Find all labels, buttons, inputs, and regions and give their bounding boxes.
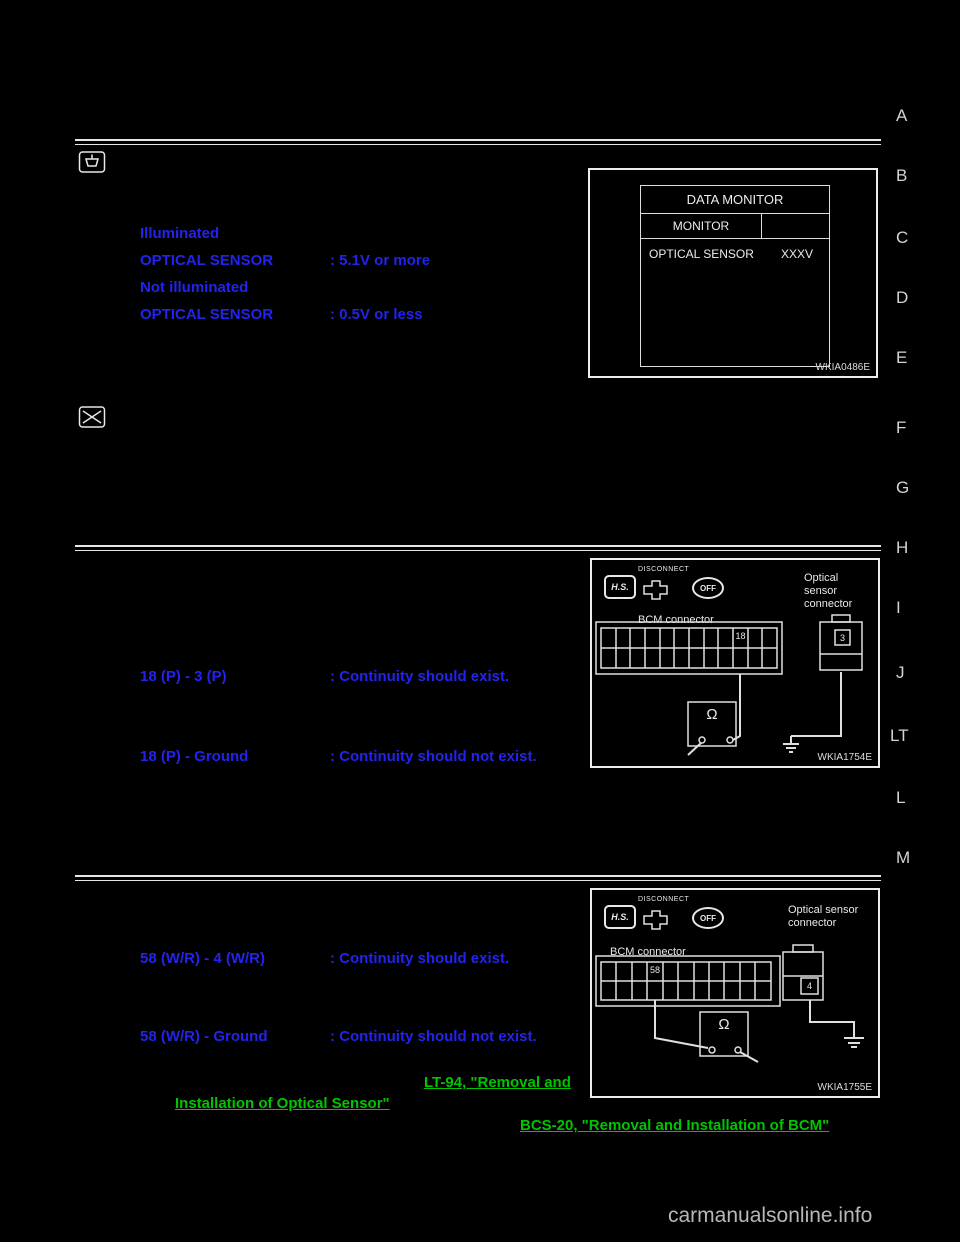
spec-row: OPTICAL SENSOR : 0.5V or less [140, 306, 423, 324]
figure-id: WKIA0486E [815, 362, 870, 373]
spec-row: 18 (P) - 3 (P) : Continuity should exist… [140, 668, 509, 686]
monitor-column-header: MONITOR [641, 214, 762, 238]
sensor-terminal-number: 3 [839, 633, 845, 643]
margin-letter-h: H [896, 538, 909, 557]
margin-letter-g: G [896, 478, 910, 497]
link-lt94-removal[interactable]: LT-94, "Removal and [424, 1074, 571, 1091]
spec-value: : 0.5V or less [330, 306, 423, 323]
spec-value: : Continuity should exist. [330, 668, 510, 685]
margin-letter-d: D [896, 288, 909, 307]
data-monitor-table: DATA MONITOR MONITOR OPTICAL SENSOR XXXV [640, 185, 830, 367]
spec-label: Illuminated [140, 225, 220, 242]
watermark-text: carmanualsonline.info [668, 1204, 873, 1227]
continuity-figure-2: DISCONNECT H.S. OFF Optical sensor conne… [590, 888, 880, 1098]
margin-letter-i: I [896, 598, 901, 617]
margin-letter-f: F [896, 418, 907, 437]
spec-value: : 5.1V or more [330, 252, 431, 269]
bcm-connector-label: BCM connector [610, 946, 686, 958]
key-off-icon: OFF [692, 577, 724, 599]
sensor-connector-label: Optical sensor connector [804, 572, 853, 610]
monitor-header-row: MONITOR [641, 214, 829, 239]
disconnect-label: DISCONNECT [638, 566, 690, 573]
margin-letter-l: L [896, 788, 906, 807]
margin-letter-j: J [896, 663, 905, 682]
ohmmeter-symbol: Ω [706, 706, 718, 723]
spec-row: Illuminated [140, 225, 219, 243]
margin-letter-b: B [896, 166, 908, 185]
consult-connector-icon [78, 151, 106, 173]
key-off-icon: OFF [692, 907, 724, 929]
spec-row: Not illuminated [140, 279, 248, 297]
monitor-body: OPTICAL SENSOR XXXV [641, 239, 829, 366]
bcm-terminal-number: 58 [649, 965, 660, 975]
monitor-item: OPTICAL SENSOR [649, 247, 754, 261]
data-monitor-figure: DATA MONITOR MONITOR OPTICAL SENSOR XXXV… [588, 168, 878, 378]
margin-letter-e: E [896, 348, 908, 367]
continuity-figure-1: DISCONNECT H.S. OFF Optical sensor conne… [590, 558, 880, 768]
continuity-diagram-1 [595, 580, 863, 756]
bcm-terminal-number: 18 [735, 631, 746, 641]
section-rule [75, 545, 881, 551]
hs-icon: H.S. [604, 905, 636, 929]
spec-row: 18 (P) - Ground : Continuity should not … [140, 748, 537, 766]
sensor-terminal-number: 4 [806, 981, 812, 991]
spec-label: OPTICAL SENSOR [140, 252, 274, 269]
hs-icon: H.S. [604, 575, 636, 599]
spec-row: OPTICAL SENSOR : 5.1V or more [140, 252, 430, 270]
spec-label: 18 (P) - 3 (P) [140, 668, 227, 685]
link-bcs20-removal[interactable]: BCS-20, "Removal and Installation of BCM… [520, 1117, 830, 1134]
spec-label: 18 (P) - Ground [140, 748, 249, 765]
margin-letter-m: M [896, 848, 911, 867]
spec-row: 58 (W/R) - 4 (W/R) : Continuity should e… [140, 950, 509, 968]
margin-letter-c: C [896, 228, 909, 247]
link-lt94-removal-line2[interactable]: Installation of Optical Sensor" [175, 1095, 390, 1112]
margin-letter-a: A [896, 106, 908, 125]
section-rule [75, 875, 881, 881]
spec-label: 58 (W/R) - 4 (W/R) [140, 950, 265, 967]
spec-label: 58 (W/R) - Ground [140, 1028, 268, 1045]
spec-row: 58 (W/R) - Ground : Continuity should no… [140, 1028, 537, 1046]
figure-id: WKIA1755E [817, 1082, 872, 1093]
spec-label: OPTICAL SENSOR [140, 306, 274, 323]
margin-letter-lt: LT [890, 726, 909, 745]
figure-id: WKIA1754E [817, 752, 872, 763]
spec-value: : Continuity should not exist. [330, 748, 537, 765]
continuity-diagram-2 [595, 910, 864, 1063]
disconnect-label: DISCONNECT [638, 896, 690, 903]
section-rule [75, 139, 881, 145]
without-consult-icon [78, 406, 106, 428]
data-monitor-title: DATA MONITOR [641, 186, 829, 214]
ohmmeter-symbol: Ω [718, 1016, 730, 1033]
monitor-value: XXXV [781, 247, 814, 261]
bcm-connector-label: BCM connector [638, 614, 714, 626]
spec-value: : Continuity should not exist. [330, 1028, 537, 1045]
spec-label: Not illuminated [140, 279, 249, 296]
spec-value: : Continuity should exist. [330, 950, 510, 967]
sensor-connector-label: Optical sensor connector [788, 904, 859, 929]
